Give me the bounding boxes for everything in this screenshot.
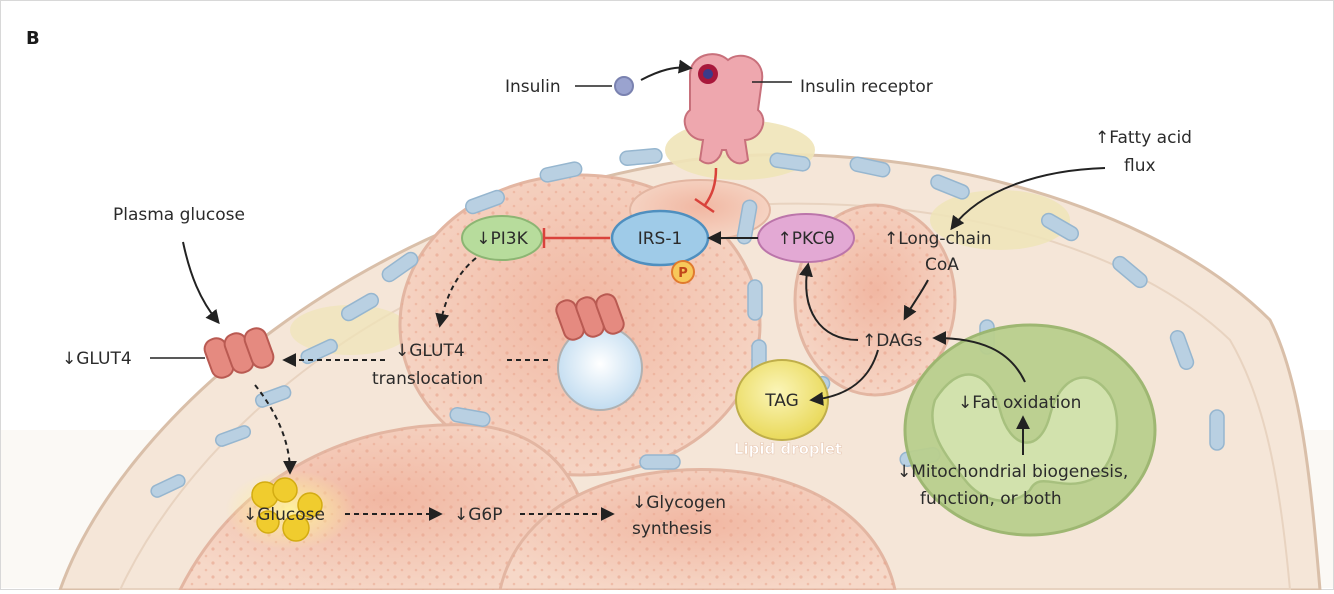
- insulin-label: Insulin: [505, 77, 561, 97]
- fatty-acid-arrow: [950, 167, 1106, 231]
- fat-tissue-region: [290, 305, 410, 355]
- coa-to-dags-arrow: [903, 279, 929, 321]
- irs1-label: IRS-1: [638, 229, 683, 249]
- inhibition-markers: [542, 167, 718, 248]
- pi3k-label: ↓PI3K: [476, 229, 528, 249]
- muscle-fiber-right: [793, 203, 957, 397]
- dags-label: ↑DAGs: [862, 331, 923, 351]
- pkc-label: ↑PKCθ: [778, 229, 835, 249]
- fat-oxidation-label: ↓Fat oxidation: [958, 393, 1081, 413]
- tag-label: TAG: [764, 391, 799, 411]
- long-chain-label-line1: ↑Long-chain: [884, 229, 992, 249]
- lipid-droplet-icon: [735, 359, 829, 441]
- glucose-cluster-icon: [225, 470, 355, 550]
- dashed-arrows: [254, 257, 615, 521]
- fat-oxidation-to-dags-arrow: [932, 331, 1026, 383]
- glut4-translocation-label-line1: ↓GLUT4: [395, 341, 465, 361]
- panel-letter: B: [26, 28, 40, 49]
- glucose-label: ↓Glucose: [243, 505, 325, 525]
- mitochondrion: [903, 323, 1157, 537]
- long-chain-label-line2: CoA: [925, 255, 959, 275]
- plasma-glucose-label: Plasma glucose: [113, 205, 245, 225]
- mitochondrial-label-line2: function, or both: [920, 489, 1062, 509]
- fat-tissue-region: [930, 190, 1070, 250]
- glut4-label: ↓GLUT4: [62, 349, 132, 369]
- lipid-droplet-label: Lipid droplet: [734, 440, 842, 458]
- phospho-badge: [671, 260, 695, 284]
- insulin-molecule-icon: [614, 76, 634, 96]
- glut4-vesicle-icon: [555, 293, 643, 411]
- glut4-to-glucose-dashed-arrow: [254, 384, 297, 475]
- muscle-fiber-bottom-center: [498, 468, 897, 592]
- g6p-label: ↓G6P: [454, 505, 503, 525]
- insulin-receptor-label: Insulin receptor: [800, 77, 933, 97]
- dags-to-pkc-arrow: [799, 262, 859, 341]
- label-leader-lines: [150, 81, 792, 359]
- dags-to-tag-arrow: [809, 349, 879, 406]
- pi3k-to-glut4-dashed-arrow: [435, 257, 477, 328]
- glut4-translocation-label-line2: translocation: [372, 369, 483, 389]
- insulin-receptor-icon: [683, 53, 765, 165]
- solid-arrows: [182, 59, 1106, 455]
- insulin-binding-arrow: [640, 59, 693, 81]
- fatty-acid-label-line2: flux: [1124, 156, 1156, 176]
- phospho-label: P: [678, 266, 688, 281]
- glycogen-label-line1: ↓Glycogen: [632, 493, 726, 513]
- mitochondrial-label-line1: ↓Mitochondrial biogenesis,: [897, 462, 1128, 482]
- plasma-glucose-arrow: [182, 241, 220, 325]
- pi3k-node: [461, 215, 543, 261]
- receptor-irs1-inhibition: [703, 167, 718, 206]
- fatty-acid-label-line1: ↑Fatty acid: [1095, 128, 1192, 148]
- glycogen-label-line2: synthesis: [632, 519, 712, 539]
- glut4-transporter-icon: [203, 327, 275, 379]
